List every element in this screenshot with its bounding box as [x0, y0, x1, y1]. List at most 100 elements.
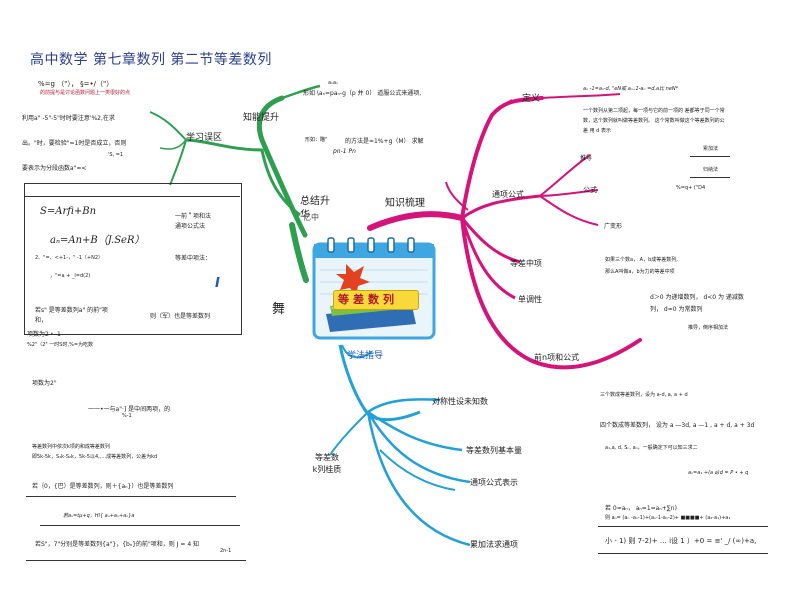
- def-text-2: 数，这个数列就叫做等差数列。 这个常数叫做这个等差数列的公: [583, 118, 725, 124]
- zx-2: 那么A叫做a，b为力的等差中项: [605, 269, 675, 275]
- center-note-1b: 形如 \aₙ=paₙ-g（p 并 0） 道服公式来通项,: [303, 90, 422, 97]
- branch-xuefa: 学法指导: [347, 351, 384, 361]
- branch-zhineng: 知能提升: [243, 113, 280, 123]
- gs-formula: %=q+ ("D4: [676, 185, 706, 191]
- def-text-3: 差 用 d 表示: [583, 128, 611, 134]
- sums-5b: 2n-1: [220, 548, 232, 554]
- blue-branch-qiuhe: [366, 411, 471, 547]
- box-line-3: 2、"=、<+1-，" -1（+N2）: [35, 255, 104, 261]
- below-2: %2"（2" 一时S时,%=为吃数: [27, 342, 94, 348]
- box-line-5b: 和，: [35, 317, 48, 324]
- blue-branch-xingzhi: [329, 411, 369, 456]
- blue-branch-biaoshi-b: [379, 449, 456, 491]
- green-branch-xuexi-sub3: [159, 139, 187, 150]
- box-right-2: 通项公式法: [175, 223, 206, 230]
- formula-box: [24, 183, 242, 335]
- green-branch-xuexi-sub2: [149, 111, 187, 141]
- center-calendar-icon: [312, 236, 436, 340]
- green-thick-down: [289, 222, 309, 283]
- formula-top: %=g （"）， §=•/（"）: [38, 80, 114, 88]
- red-note: 的前提与是讨论函数问题上一类很好的点: [40, 90, 131, 96]
- magenta-branch-def-up: [541, 93, 621, 99]
- below-1: 项数为2・-1: [27, 331, 61, 338]
- center-note-2a: 形如：瞄": [305, 137, 328, 143]
- branch-dantiao: 单调性: [518, 295, 542, 304]
- divider: [690, 156, 730, 157]
- zx-1: 如果三个数a， A，b成等差数列,: [605, 257, 678, 263]
- below-3: 项数为2": [32, 380, 57, 387]
- guangbian: 广变形: [604, 223, 623, 230]
- center-label: 等差数列: [338, 293, 398, 306]
- box-right-1: 一前＂项和法: [175, 213, 212, 220]
- blue-branch-main: [338, 344, 421, 422]
- tuidao: 推导: [580, 155, 593, 162]
- branch-biaoshi: 通项公式表示: [470, 478, 518, 487]
- blue-branch-duichen: [367, 398, 441, 414]
- box-formula-2: aₙ=An+B（J.SeR）: [50, 235, 145, 246]
- magenta-branch-tongxiang-b: [539, 189, 599, 197]
- branch-xingzhi: 等差数 k列桂质: [312, 453, 342, 474]
- magenta-branch-tongxiang-a: [539, 154, 591, 197]
- r-g: 小 - 1) 则 7-2)+ … i设 1 ）+0 = ≡' _/ (∞)+a,: [605, 537, 757, 545]
- green-branch-xuexi: [184, 138, 264, 152]
- divider: [26, 560, 246, 561]
- dt-1: d＞0 为递增数列， d<0 为 递减数: [650, 294, 744, 301]
- blue-branch-biaoshi: [366, 411, 471, 484]
- magenta-branch-zhongxiang: [460, 217, 521, 264]
- magenta-branch-tongxiang-c: [539, 195, 599, 226]
- sums-5: 若S"，7"分别是等差数列{a"}，{bₙ}的前"项和，则 J = 4 知: [35, 541, 200, 548]
- magenta-branch-def-curl: [491, 99, 513, 116]
- page-title: 高中数学 第七章数列 第二节等差数列: [30, 52, 272, 68]
- blue-mark: I: [215, 276, 220, 291]
- box-line-4: ，"=a + _l=d(2): [50, 273, 91, 279]
- branch-zhongxiang: 等差中项: [510, 259, 542, 268]
- blue-branch-jiben: [367, 410, 463, 452]
- blue-branch-up: [341, 344, 373, 359]
- green-top-curl: [281, 84, 321, 100]
- note-line-1: 利用a" -5"-5"时时要注意'%2,在求: [22, 115, 115, 122]
- branch-tongxiang: 通项公式: [492, 190, 524, 199]
- magenta-small-curl: [445, 181, 469, 211]
- magenta-branch-main: [367, 211, 465, 231]
- r-c: a₁,a, d, Sₙ, aₙ，一般确定下可以知三求二: [605, 445, 698, 451]
- divider: [690, 177, 730, 178]
- divider: [26, 496, 236, 497]
- mid-a: 一一•一与a"·] 是中间两项，的: [88, 406, 171, 413]
- r-f: 则 aₙ= (aₙ -aₙ-1)+(aₙ-1-aₙ-2)+ ■■■■+ (a₂-…: [605, 515, 731, 521]
- qx: 推导，倒序相加法: [688, 325, 729, 331]
- magenta-branch-tongxiang: [461, 194, 541, 220]
- center-label-box: [333, 290, 419, 310]
- sums-1: 等差数列中依次k项的和成等差数列: [32, 444, 110, 450]
- box-line-5a: 若s" 是等差数列a" 的前"项: [35, 307, 108, 314]
- magenta-branch-dantiao: [460, 217, 516, 300]
- leijia: 累加法: [703, 146, 719, 152]
- r-e: 若 0=aₙ， aₙ=1=aₙ+∑n): [605, 505, 677, 512]
- note-line-2: 出。"时，要检验"=1时是否成立，否则: [22, 140, 127, 147]
- box-formula-1: S=Arfi+Bn: [40, 206, 97, 217]
- branch-zhishi: 知识梳理: [385, 198, 425, 209]
- green-branch-xuexi-sub1: [169, 139, 187, 186]
- green-branch-zongjie: [260, 149, 301, 217]
- branch-xuexi: 学习误区: [186, 133, 223, 143]
- center-note-1a: aₙaₙ: [328, 80, 339, 86]
- magenta-branch-qianxiang: [460, 216, 642, 370]
- divider: [598, 526, 768, 527]
- mid-b: %-1: [122, 413, 132, 419]
- dt-2: 列， d=0 为常数列: [650, 306, 703, 313]
- branch-zongjie: 总结升华: [300, 196, 330, 221]
- r-b: 四个数成等差数列， 设为 a —3d, a —1 , a + d, a + 3d: [600, 422, 755, 429]
- branch-qianxiang: 前n项和公式: [534, 353, 580, 362]
- r-a: 三个数成等差数列，设为 a-d, a, a + d: [600, 392, 688, 398]
- side-glyph: 舞: [272, 302, 286, 317]
- branch-dingyi: 定义: [522, 94, 541, 104]
- sums-4: 若aₙ=tμ+q，Hl{ aₙ+aₙ+aₙ}a: [63, 513, 135, 519]
- def-formula: aₙ -1=aₙ-d, "eN或 aₙ₊1-aₙ =d,a比 neN*: [583, 86, 679, 92]
- center-note-2c: pn-1 Pn: [333, 148, 356, 155]
- r-d: aₙ=a₁ +(a a)d = P • + q: [688, 470, 749, 476]
- magenta-branch-up: [460, 96, 544, 220]
- note-line-3: 'S, =1: [108, 152, 124, 158]
- sums-3: 若｛0，{巴）是等差数列，则＋{aₙ}）也是等差数列: [32, 483, 174, 490]
- branch-qiuhe: 累加法求通项: [470, 540, 518, 549]
- guina: 归纳法: [703, 167, 719, 173]
